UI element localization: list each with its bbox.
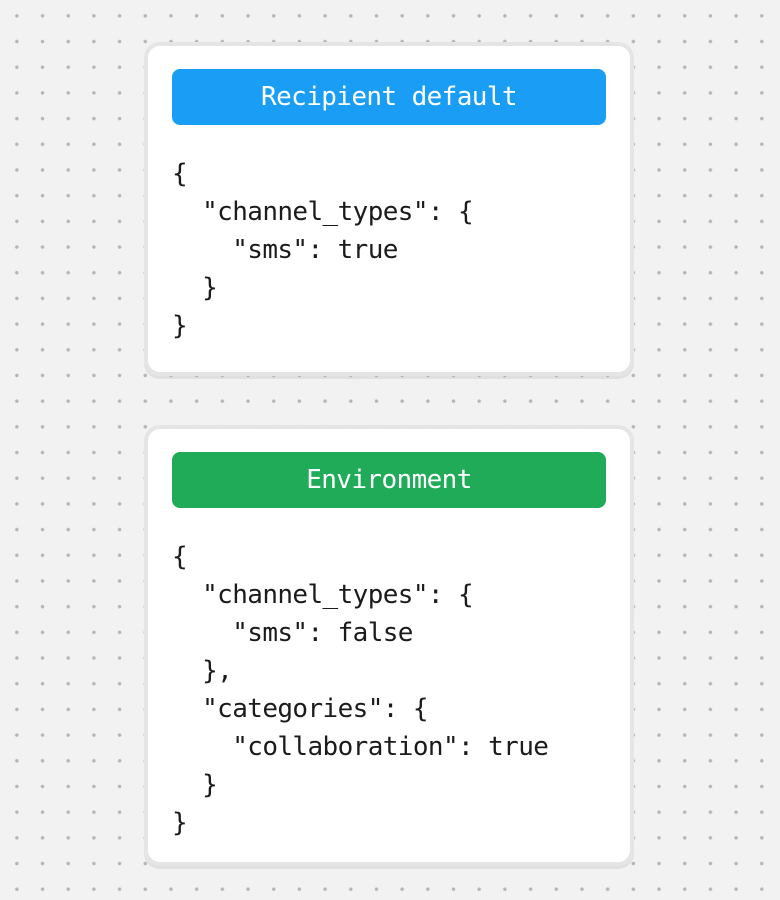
code-line: }, — [172, 656, 233, 686]
code-line: "sms": false — [172, 618, 413, 648]
code-line: { — [172, 542, 188, 572]
code-line: { — [172, 159, 188, 189]
code-line: "collaboration": true — [172, 732, 549, 762]
environment-badge: Environment — [172, 452, 606, 508]
card-recipient-default: Recipient default { "channel_types": { "… — [144, 42, 634, 376]
environment-code-block: { "channel_types": { "sms": false }, "ca… — [172, 538, 606, 842]
code-line: } — [172, 770, 218, 800]
code-line: } — [172, 808, 188, 838]
code-line: "categories": { — [172, 694, 428, 724]
recipient-default-badge: Recipient default — [172, 69, 606, 125]
code-line: "channel_types": { — [172, 580, 474, 610]
code-line: } — [172, 273, 218, 303]
code-line: "sms": true — [172, 235, 398, 265]
recipient-default-code-block: { "channel_types": { "sms": true } } — [172, 155, 606, 345]
card-environment: Environment { "channel_types": { "sms": … — [144, 425, 634, 866]
code-line: "channel_types": { — [172, 197, 474, 227]
code-line: } — [172, 311, 188, 341]
